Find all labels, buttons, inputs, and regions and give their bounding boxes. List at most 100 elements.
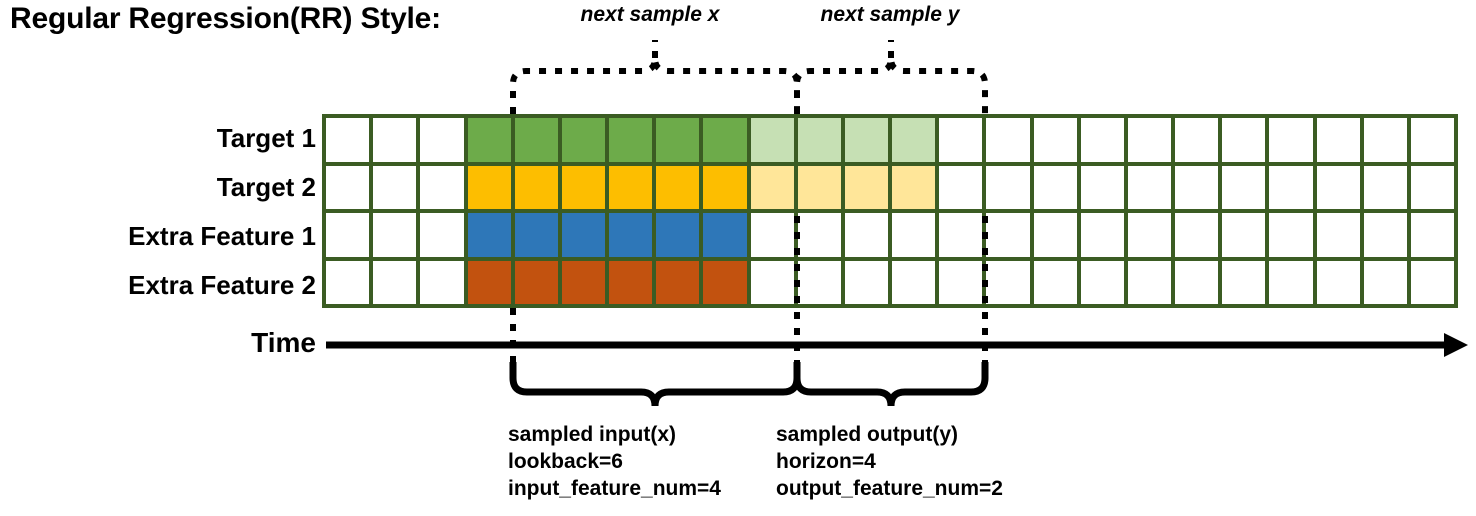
grid-cell [1127,260,1172,304]
annotation-line: horizon=4 [776,450,876,473]
grid-cell [1363,165,1407,209]
annotation-sampled-output: sampled output(y) horizon=4 output_featu… [776,421,1003,502]
grid-cell [420,213,464,257]
grid-cell [844,118,889,162]
grid-cell [1033,213,1077,257]
grid-cell [1269,165,1313,209]
grid-cell [326,213,370,257]
grid-cell [467,213,511,257]
grid-cell [467,165,511,209]
row-label-extra-feature-1: Extra Feature 1 [128,221,316,251]
grid-cell [797,260,841,304]
grid-cell [609,260,653,304]
grid-cell [797,213,841,257]
grid-cell [1127,213,1172,257]
grid-cell [656,260,700,304]
grid-cell [373,260,417,304]
grid-cell [1363,213,1407,257]
grid-cell [986,118,1030,162]
grid-cell [797,165,841,209]
grid-cell [1316,260,1360,304]
grid-cell [326,118,370,162]
grid-cell [1316,165,1360,209]
grid-cell [1033,165,1077,209]
grid-cell [1269,118,1313,162]
grid-row-extra-feature-2 [326,260,1455,304]
grid-cell [1410,213,1455,257]
grid-cell [1222,165,1266,209]
grid-cell [514,118,558,162]
row-label-extra-feature-2: Extra Feature 2 [128,270,316,300]
grid-cell [514,213,558,257]
grid-cell [561,118,606,162]
grid-cell [1316,213,1360,257]
grid-cell [1269,213,1313,257]
grid-cell [1175,260,1219,304]
grid-cell [656,118,700,162]
grid-cell [986,213,1030,257]
timeline-grid [322,114,1458,308]
grid-cell [1363,260,1407,304]
grid-cell [1363,118,1407,162]
grid-cell [373,118,417,162]
annotation-line: sampled output(y) [776,423,958,446]
time-axis-arrow-icon [1444,333,1468,357]
grid-cell [939,260,983,304]
grid-cell [1080,118,1124,162]
grid-cell [797,118,841,162]
grid-cell [1222,118,1266,162]
grid-cell [1033,118,1077,162]
grid-cell [703,118,747,162]
annotation-line: sampled input(x) [508,423,677,446]
grid-cell [1222,213,1266,257]
grid-cell [467,118,511,162]
grid-cell [892,213,936,257]
row-label-target-1: Target 1 [216,123,316,153]
brace-path-next-sample-x [510,57,800,114]
grid-cell [844,213,889,257]
grid-cell [750,118,794,162]
grid-cell [561,260,606,304]
grid-cell [514,165,558,209]
grid-cell [373,213,417,257]
grid-cell [844,260,889,304]
grid-cell [420,260,464,304]
grid-cell [656,165,700,209]
grid-cell [892,165,936,209]
grid-cell [703,260,747,304]
brace-next-sample-y [794,40,988,114]
grid-cell [1410,118,1455,162]
grid-cell [750,165,794,209]
brace-sampled-output [793,362,989,407]
grid-cell [844,165,889,209]
grid-cell [326,165,370,209]
label-next-sample-y: next sample y [820,3,960,26]
grid-cell [1080,213,1124,257]
grid-cell [1222,260,1266,304]
grid-cell [326,260,370,304]
grid-cell [1175,118,1219,162]
time-axis-label: Time [251,327,316,358]
grid-cell [1127,118,1172,162]
grid-cell [750,213,794,257]
annotation-line: input_feature_num=4 [508,477,721,500]
grid-cell [373,165,417,209]
grid-cell [420,165,464,209]
grid-cell [656,213,700,257]
time-axis [326,333,1468,357]
grid-cell [892,260,936,304]
grid-cell [1127,165,1172,209]
grid-cell [1410,165,1455,209]
grid-cell [609,118,653,162]
grid-cell [561,165,606,209]
grid-cell [986,260,1030,304]
grid-row-target-1 [326,118,1455,162]
annotation-line: output_feature_num=2 [776,477,1003,500]
grid-cell [939,165,983,209]
grid-cell [609,213,653,257]
grid-cell [1033,260,1077,304]
grid-cell [939,118,983,162]
brace-path-next-sample-y [794,57,988,114]
grid-cell [561,213,606,257]
